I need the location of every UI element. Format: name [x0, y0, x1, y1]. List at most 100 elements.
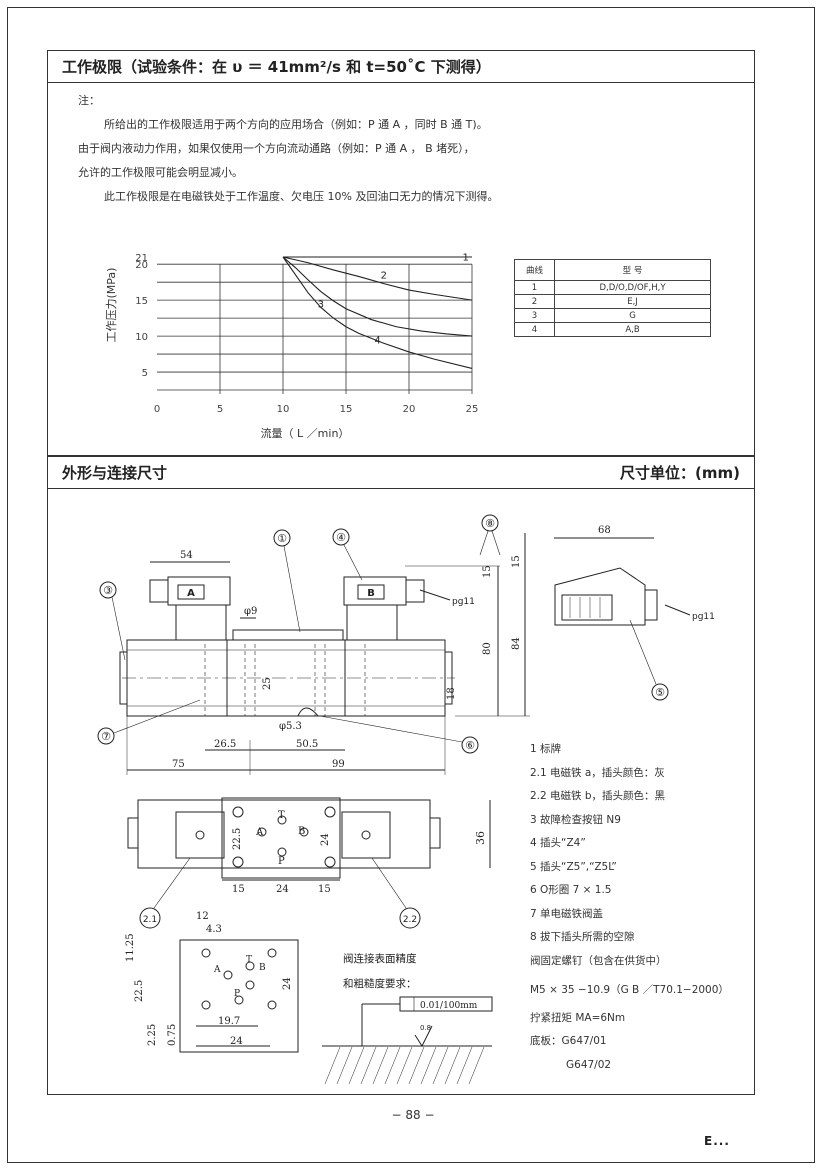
dim-54: 54 [180, 550, 193, 561]
curve-num: 2 [514, 294, 555, 309]
sub-port-b: B [259, 963, 266, 973]
pg11-front: pg11 [452, 597, 475, 607]
y-tick-label: 10 [135, 332, 148, 343]
sub-port-t: T [246, 955, 252, 965]
top-port-p: P [278, 856, 285, 867]
callout-7: ⑦ [101, 730, 111, 743]
curve-label-2: 2 [381, 271, 387, 282]
curve-label-4: 4 [374, 335, 380, 346]
list-item: 8 拔下插头所需的空隙 [530, 931, 635, 943]
dim-25: 25 [262, 677, 273, 690]
dim-2-25: 2.25 [147, 1024, 158, 1046]
x-tick-label: 10 [277, 404, 290, 415]
surface-requirement: 阀连接表面精度 和粗糙度要求： 0.01/100mm 0.8 [322, 952, 493, 1085]
surface-label-2: 和粗糙度要求： [343, 977, 417, 990]
dim-18: 18 [446, 687, 457, 700]
dimensions-unit: 尺寸单位：(mm) [620, 464, 740, 482]
callout-1: ① [277, 532, 287, 545]
list-item: 4 插头“Z4” [530, 837, 586, 849]
y-axis-label: 工作压力(MPa) [105, 268, 118, 343]
top-view: A B P T 22.5 24 36 15 24 15 [127, 797, 491, 895]
dimensions-title: 外形与连接尺寸 [62, 464, 168, 482]
callout-4: ④ [336, 531, 346, 544]
notes-block: 注： 所给出的工作极限适用于两个方向的应用场合（例如：P 通 A ，同时 B 通… [78, 89, 498, 209]
curve-table-header: 曲线 型 号 [514, 259, 711, 281]
parts-list: 1 标牌 2.1 电磁铁 a，插头颜色：灰 2.2 电磁铁 b，插头颜色：黑 3… [530, 738, 729, 1077]
curve-label-1: 1 [463, 253, 469, 264]
y-tick-label: 15 [135, 296, 148, 307]
dim-11-25: 11.25 [125, 933, 136, 962]
dim-12: 12 [196, 911, 209, 922]
dim-84: 84 [511, 637, 522, 650]
curve-num: 4 [514, 322, 555, 337]
dim-99: 99 [332, 759, 345, 770]
list-item: 拧紧扭矩 MA=6Nm [530, 1011, 626, 1024]
list-item: 底板：G647/01 [530, 1035, 607, 1047]
page-number: − 88 − [391, 1108, 435, 1122]
list-item: 5 插头“Z5”,“Z5L” [530, 860, 617, 873]
dim-0-75: 0.75 [167, 1024, 178, 1046]
dim-15-top-b: 15 [318, 884, 331, 895]
x-tick-label: 0 [154, 404, 160, 415]
list-item: G647/02 [566, 1058, 612, 1071]
surface-roughness: 0.8 [420, 1024, 431, 1032]
dim-68: 68 [598, 525, 611, 536]
pg11-side: pg11 [692, 612, 715, 622]
list-item: 2.2 电磁铁 b，插头颜色：黑 [530, 790, 666, 802]
list-item: 阀固定螺钉（包含在供货中） [530, 954, 667, 967]
callout-2-1: 2.1 [143, 915, 157, 925]
x-tick-label: 25 [466, 404, 479, 415]
dim-15-top-a: 15 [232, 884, 245, 895]
surface-label-1: 阀连接表面精度 [343, 952, 417, 965]
list-item: 7 单电磁铁阀盖 [530, 907, 604, 920]
list-item: 2.1 电磁铁 a，插头颜色：灰 [530, 766, 665, 779]
x-axis-label: 流量（ L ／min） [261, 426, 350, 440]
top-port-a: A [255, 827, 264, 838]
plug-side-view: 68 pg11 [554, 525, 715, 626]
curve-model: D,D/O,D/OF,H,Y [554, 280, 711, 295]
dim-19-7: 19.7 [218, 1016, 240, 1027]
note-line-4: 此工作极限是在电磁铁处于工作温度、欠电压 10% 及回油口无力的情况下测得。 [104, 190, 499, 203]
dimensions-panel: 外形与连接尺寸 尺寸单位：(mm) [47, 456, 755, 1095]
callout-6: ⑥ [465, 739, 475, 752]
operating-limits-title: 工作极限（试验条件：在 υ ＝ 41mm²/s 和 t=50˚C 下测得） [62, 58, 491, 76]
top-port-t: T [278, 810, 285, 821]
x-tick-label: 15 [340, 404, 353, 415]
dimension-drawings: A B 54 φ9 25 18 φ5.3 26.5 50.5 75 99 [97, 514, 715, 1085]
dim-75: 75 [172, 759, 185, 770]
dim-22-5-top: 22.5 [232, 828, 243, 850]
dim-24-top-v: 24 [320, 833, 331, 846]
y-tick-label: 5 [142, 368, 148, 379]
x-tick-label: 5 [217, 404, 223, 415]
dim-24-sub-h: 24 [230, 1036, 243, 1047]
operating-limits-header: 工作极限（试验条件：在 υ ＝ 41mm²/s 和 t=50˚C 下测得） [48, 51, 754, 83]
dim-4-3: 4.3 [206, 924, 222, 935]
curve-3 [282, 256, 473, 337]
coil-callouts: 2.1 2.2 [139, 857, 421, 929]
curve-2 [282, 256, 473, 301]
y-tick-label: 21 [135, 253, 148, 264]
list-item: 3 故障检查按钮 N9 [530, 813, 621, 826]
chart-grid [157, 263, 473, 394]
dim-15-a: 15 [482, 565, 493, 578]
list-item: 1 标牌 [530, 743, 562, 755]
dim-24-sub-v: 24 [282, 977, 293, 990]
curve-model: G [554, 308, 711, 323]
dim-15-b: 15 [511, 555, 522, 568]
callout-8: ⑧ [485, 517, 495, 530]
dim-phi9: φ9 [244, 606, 257, 617]
note-line-1: 所给出的工作极限适用于两个方向的应用场合（例如：P 通 A ，同时 B 通 T)… [104, 118, 488, 131]
note-line-2: 由于阀内液动力作用，如果仅使用一个方向流动通路（例如：P 通 A ， B 堵死）… [78, 142, 475, 155]
curve-model: A,B [554, 322, 711, 337]
callout-5: ⑤ [655, 686, 665, 699]
coil-b-label: B [367, 588, 375, 599]
subplate-interface: A B P T 12 4.3 11.25 22.5 24 2.25 0.75 1… [125, 911, 299, 1053]
y-tick-label: 20 [135, 260, 148, 271]
x-tick-label: 20 [403, 404, 416, 415]
